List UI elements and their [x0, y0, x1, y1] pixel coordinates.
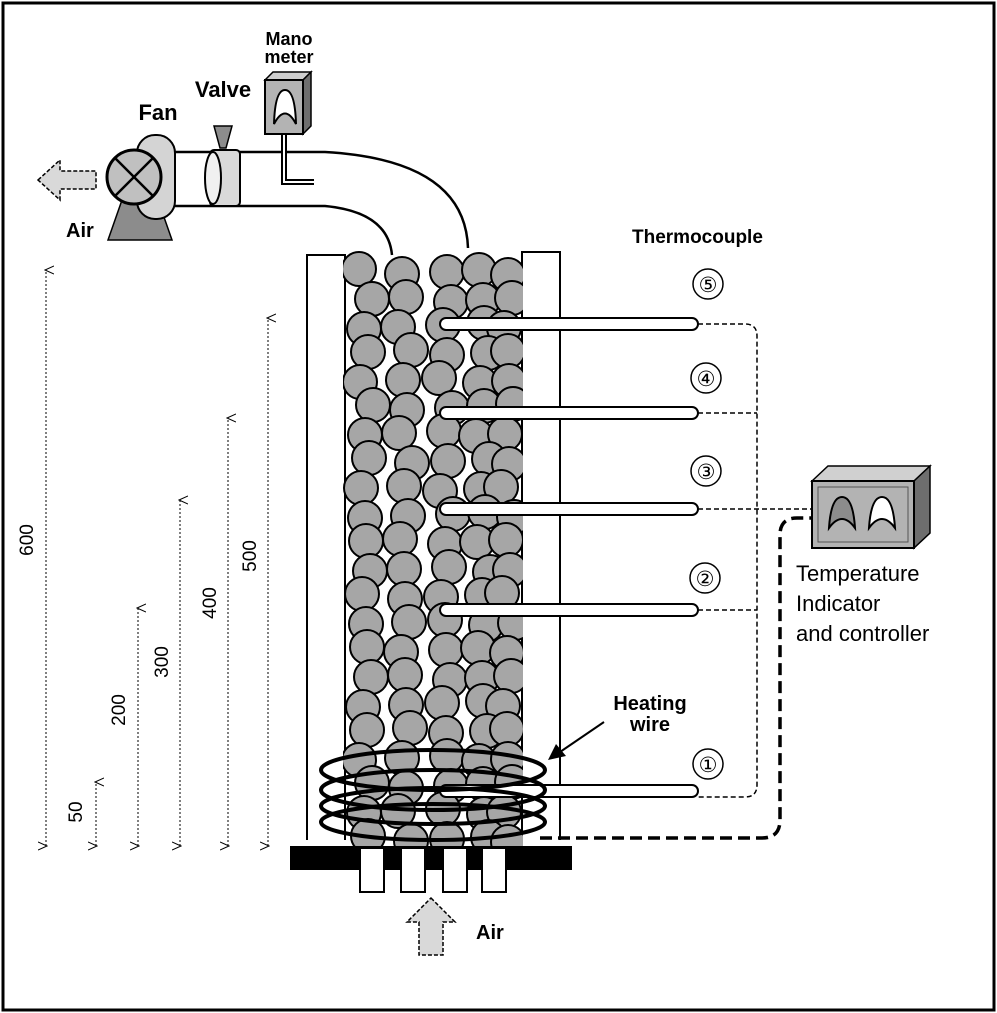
- particle: [430, 443, 466, 479]
- particle: [490, 333, 523, 369]
- air-inlet-nozzles: [359, 847, 507, 893]
- air-outlet-label: Air: [66, 220, 94, 242]
- particle: [421, 360, 457, 396]
- particle: [489, 711, 523, 747]
- particle: [494, 280, 523, 316]
- controller-label-line1: Temperature: [796, 561, 920, 586]
- particle: [429, 738, 465, 774]
- particle: [381, 415, 417, 451]
- exhaust-duct: [175, 150, 470, 256]
- probe-2: [439, 603, 699, 617]
- heating-wire-pointer: [548, 721, 605, 760]
- column-left-wall: [306, 254, 346, 840]
- particle: [382, 521, 418, 557]
- particle: [355, 387, 391, 423]
- arrow-left-icon: [36, 158, 97, 202]
- probe-3: [439, 502, 699, 516]
- valve-label: Valve: [195, 77, 251, 102]
- thermocouple-label: Thermocouple: [632, 227, 763, 248]
- particle: [386, 468, 422, 504]
- height-label-200: 200: [109, 694, 130, 726]
- particle: [488, 522, 523, 558]
- particle: [353, 659, 389, 695]
- fan-icon: [105, 134, 176, 241]
- particle: [387, 657, 423, 693]
- probe-4: [439, 406, 699, 420]
- controller-label-line2: Indicator: [796, 591, 880, 616]
- particle: [349, 629, 385, 665]
- particle: [354, 281, 390, 317]
- air-inlet-label: Air: [476, 922, 504, 944]
- particle: [385, 362, 421, 398]
- height-label-50: 50: [66, 801, 87, 822]
- height-label-600: 600: [17, 524, 38, 556]
- thermocouple-wires: [698, 323, 812, 798]
- particle: [343, 470, 379, 506]
- particle: [344, 576, 380, 612]
- particle: [429, 254, 465, 290]
- fan-label: Fan: [138, 100, 177, 125]
- particle: [424, 685, 460, 721]
- particle: [350, 334, 386, 370]
- valve-icon: [204, 125, 241, 207]
- particle: [348, 523, 384, 559]
- probe-number-4: ④: [697, 368, 716, 391]
- distributor-plate: [290, 846, 572, 870]
- particle: [391, 604, 427, 640]
- particle: [393, 332, 429, 368]
- height-label-500: 500: [240, 540, 261, 572]
- particle: [392, 710, 428, 746]
- heating-wire: [319, 748, 547, 842]
- probe-number-2: ②: [696, 568, 715, 591]
- height-marker-labels: 600 50 200 300 400 500: [17, 524, 261, 822]
- probe-5: [439, 317, 699, 331]
- controller-label-line3: and controller: [796, 621, 929, 646]
- particle: [386, 551, 422, 587]
- heating-wire-label-line1: Heating: [613, 693, 686, 715]
- manometer-label-line1: Mano: [266, 29, 313, 49]
- manometer-icon: [263, 70, 314, 185]
- particle: [431, 549, 467, 585]
- height-label-300: 300: [152, 646, 173, 678]
- controller-box-icon: [810, 464, 932, 550]
- heating-wire-label-line2: wire: [629, 714, 670, 736]
- arrow-up-icon: [405, 896, 457, 956]
- height-markers: [46, 270, 268, 846]
- particle: [349, 712, 385, 748]
- packed-bed-particles: [343, 251, 523, 848]
- probe-number-3: ③: [697, 461, 716, 484]
- height-label-400: 400: [200, 587, 221, 619]
- particle: [388, 279, 424, 315]
- probe-number-5: ⑤: [699, 274, 718, 297]
- particle: [428, 632, 464, 668]
- probe-numbers: ⑤ ④ ③ ② ①: [689, 268, 724, 780]
- probe-number-1: ①: [699, 754, 718, 777]
- particle: [343, 251, 377, 287]
- particle: [351, 440, 387, 476]
- particle: [493, 658, 523, 694]
- manometer-label-line2: meter: [264, 47, 313, 67]
